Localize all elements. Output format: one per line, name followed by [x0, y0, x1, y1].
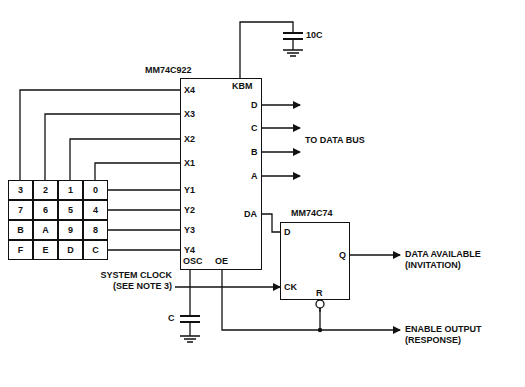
y1-wire	[108, 189, 180, 190]
signal-wire	[262, 214, 280, 232]
signal-label: ENABLE OUTPUT (RESPONSE)	[405, 324, 515, 346]
pin-name: Y4	[184, 245, 195, 256]
capacitor-value: C	[168, 313, 175, 324]
clock-arrow	[175, 286, 280, 287]
data-bus-arrow	[262, 151, 300, 152]
pin-name: Y1	[184, 185, 195, 196]
y2-wire	[108, 209, 180, 210]
ground-symbol	[180, 322, 200, 342]
q-output-arrow	[350, 254, 400, 255]
keypad-key: 8	[83, 220, 108, 240]
signal-wire	[222, 270, 320, 330]
y4-wire	[108, 249, 180, 250]
part-number: MM74C922	[145, 65, 192, 75]
x4-wire	[20, 90, 180, 180]
capacitor-value: 10C	[306, 30, 323, 41]
key-legend: 4	[93, 205, 98, 215]
keypad-key: 6	[33, 200, 58, 220]
key-legend: 9	[68, 225, 73, 235]
pin-name: KBM	[232, 81, 253, 92]
keypad-key: 1	[58, 180, 83, 200]
data-bus-arrow	[262, 175, 300, 176]
reset-wire	[319, 308, 320, 312]
pin-name: D	[284, 227, 291, 238]
pin-name: C	[251, 123, 258, 134]
signal-label: TO DATA BUS	[305, 135, 365, 146]
key-legend: 7	[18, 205, 23, 215]
keypad-key: A	[33, 220, 58, 240]
inversion-bubble	[316, 300, 324, 308]
pin-name: X1	[184, 158, 195, 169]
pin-name: Q	[339, 250, 346, 261]
keypad-key: E	[33, 240, 58, 260]
data-bus-arrow	[262, 127, 300, 128]
x1-wire	[95, 163, 180, 180]
x2-wire	[70, 139, 180, 180]
pin-name: R	[316, 288, 323, 299]
enable-output-arrow	[320, 329, 400, 330]
pin-name: A	[251, 171, 258, 182]
key-legend: B	[17, 225, 24, 235]
keypad-key: F	[8, 240, 33, 260]
key-legend: 1	[68, 185, 73, 195]
key-legend: 2	[43, 185, 48, 195]
keypad-key: 5	[58, 200, 83, 220]
part-number: MM74C74	[291, 208, 333, 218]
key-legend: D	[67, 245, 74, 255]
key-legend: E	[42, 245, 48, 255]
signal-label: DATA AVAILABLE (INVITATION)	[405, 249, 515, 271]
pin-name: OSC	[183, 256, 203, 267]
pin-name: X2	[184, 134, 195, 145]
data-bus-arrow	[262, 104, 300, 105]
key-legend: C	[92, 245, 99, 255]
x3-wire	[45, 114, 180, 180]
pin-name: X3	[184, 109, 195, 120]
capacitor-symbol	[180, 316, 200, 322]
keypad-key: C	[83, 240, 108, 260]
capacitor-symbol	[283, 33, 303, 39]
key-legend: 5	[68, 205, 73, 215]
keypad-key: 2	[33, 180, 58, 200]
keypad-key: 0	[83, 180, 108, 200]
key-legend: 6	[43, 205, 48, 215]
keypad-key: D	[58, 240, 83, 260]
keypad-key: B	[8, 220, 33, 240]
keypad-key: 4	[83, 200, 108, 220]
key-legend: 3	[18, 185, 23, 195]
ic-package: MM74C922	[180, 78, 262, 270]
key-legend: F	[18, 245, 24, 255]
pin-name: Y3	[184, 225, 195, 236]
pin-name: CK	[284, 282, 297, 293]
y3-wire	[108, 229, 180, 230]
osc-wire	[189, 270, 190, 316]
keypad-key: 7	[8, 200, 33, 220]
keypad-key: 3	[8, 180, 33, 200]
key-legend: 0	[93, 185, 98, 195]
pin-name: OE	[215, 256, 228, 267]
pin-name: Y2	[184, 205, 195, 216]
keypad-key: 9	[58, 220, 83, 240]
ground-symbol	[283, 39, 303, 56]
pin-name: B	[251, 147, 258, 158]
pin-name: X4	[184, 85, 195, 96]
key-legend: A	[42, 225, 49, 235]
key-legend: 8	[93, 225, 98, 235]
pin-name: DA	[244, 209, 257, 220]
signal-label: SYSTEM CLOCK (SEE NOTE 3)	[96, 270, 172, 292]
pin-name: D	[251, 100, 258, 111]
